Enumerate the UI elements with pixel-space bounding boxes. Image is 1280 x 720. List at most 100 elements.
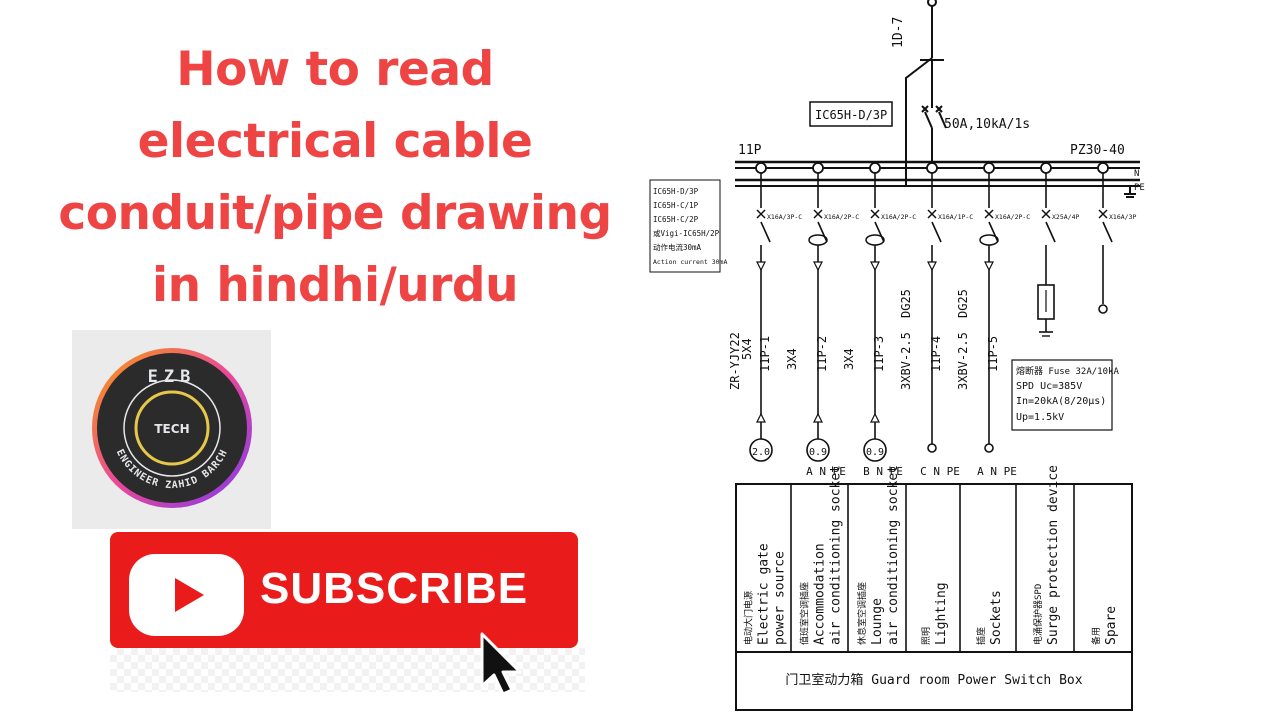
arrow-mark — [813, 261, 823, 272]
circuit-description: 休息室空调插座 — [856, 582, 868, 645]
cable-size: DG25 — [956, 289, 970, 318]
breaker-contact — [1045, 221, 1056, 243]
terminal — [984, 443, 994, 453]
breaker-cross — [870, 209, 880, 219]
arrow-mark — [813, 412, 823, 423]
bus-tap — [1097, 162, 1109, 174]
cursor-icon — [480, 632, 522, 696]
spd-note-line: In=20kA(8/20μs) — [1016, 396, 1106, 407]
circuit-description: air conditioning socket — [829, 465, 844, 645]
description-table — [735, 483, 1133, 711]
title-line-3: conduit/pipe drawing — [58, 186, 612, 241]
circuit-description: Sockets — [989, 590, 1004, 645]
legend-item: 或Vigi-IC65H/2P — [653, 228, 720, 238]
subscribe-button[interactable] — [110, 532, 578, 648]
logo-badge-icon: TECH EZB ENGINEER ZAHID BARCH — [92, 348, 252, 508]
circuit-number: 11P-4 — [929, 336, 943, 372]
bus-tap — [869, 162, 881, 174]
spd-note-line: 熔断器 Fuse 32A/10kA — [1016, 365, 1119, 377]
breaker-cross — [1041, 209, 1051, 219]
arrow-mark — [927, 261, 937, 272]
spd-note-line: Up=1.5kV — [1016, 412, 1064, 423]
channel-logo: TECH EZB ENGINEER ZAHID BARCH — [72, 330, 271, 529]
legend-item: IC65H-D/3P — [653, 187, 699, 196]
play-icon — [129, 554, 244, 636]
circuit-description: 电动大门电源 — [743, 591, 755, 645]
breaker-cross — [756, 209, 766, 219]
circuit-description: 电涌保护器SPD — [1032, 584, 1044, 645]
legend-item: IC65H-C/1P — [653, 201, 699, 210]
table-footer: 门卫室动力箱 Guard room Power Switch Box — [785, 672, 1082, 688]
rcd-ring — [865, 234, 885, 246]
logo-top-text: EZB — [148, 367, 197, 387]
panel-model: PZ30-40 — [1070, 143, 1125, 158]
cable-size: DG25 — [899, 289, 913, 318]
circuit-number: 11P-3 — [872, 336, 886, 372]
load-value: 2.0 — [752, 447, 770, 458]
breaker-cross — [927, 209, 937, 219]
subscribe-label[interactable]: SUBSCRIBE — [260, 564, 529, 613]
breaker-rating: X16A/2P-C — [881, 213, 916, 221]
cable-type: ZR-YJY22 — [728, 332, 742, 390]
breaker-rating: X16A/3P-C — [767, 213, 802, 221]
bus-tap — [755, 162, 767, 174]
breaker-rating: X16A/2P-C — [995, 213, 1030, 221]
load-value: 0.9 — [809, 447, 827, 458]
cable-size: 5X4 — [740, 338, 754, 360]
breaker-rating: X16A/2P-C — [824, 213, 859, 221]
cable-type: 3XBV-2.5 — [956, 332, 970, 390]
electrical-schematic: 1D-7 IC65H-D/3P 50A,10kA/1s 11P PZ30-40 … — [649, 0, 1145, 711]
title-line-4: in hindhi/urdu — [151, 258, 519, 313]
terminal — [927, 443, 937, 453]
circuit-description: 照明 — [921, 627, 932, 645]
circuit-description: Accommodation — [813, 543, 828, 645]
circuit-description: Lighting — [934, 582, 949, 645]
circuit-description: air conditioning socket — [886, 465, 901, 645]
breaker-rating: X16A/1P-C — [938, 213, 973, 221]
breaker-cross — [813, 209, 823, 219]
legend-item: IC65H-C/2P — [653, 215, 699, 224]
breaker-cross — [1098, 209, 1108, 219]
bus-tap — [1040, 162, 1052, 174]
cable-size: 3X4 — [785, 348, 799, 370]
load-value: 0.9 — [866, 447, 884, 458]
breaker-contact — [874, 221, 885, 243]
arrow-mark — [984, 261, 994, 272]
circuit-number: 11P-5 — [986, 336, 1000, 372]
circuit-description: Surge protection device — [1046, 465, 1061, 645]
bus-tap — [812, 162, 824, 174]
circuit-description: Spare — [1104, 606, 1119, 645]
load-circle — [749, 438, 773, 462]
phase-label: A N PE — [977, 465, 1017, 478]
terminal — [1098, 304, 1108, 314]
legend-item: 动作电流30mA — [653, 242, 702, 252]
bus-tap — [926, 162, 938, 174]
main-breaker-rating: 50A,10kA/1s — [944, 117, 1030, 132]
circuit-description: 插座 — [975, 627, 987, 645]
circuit-number: 11P-2 — [815, 336, 829, 372]
rcd-ring — [808, 234, 828, 246]
breaker-cross — [984, 209, 994, 219]
breaker-rating: X25A/4P — [1052, 213, 1079, 221]
legend-item: Action current 30mA — [653, 258, 727, 266]
cable-type: 3XBV-2.5 — [899, 332, 913, 390]
phase-label: C N PE — [920, 465, 960, 478]
bus-pe-label: PE — [1134, 183, 1145, 193]
circuit-description: 值班室空调插座 — [799, 582, 811, 645]
feeder-id: 1D-7 — [891, 17, 906, 48]
breaker-contact — [817, 221, 828, 243]
circuit-description: Electric gate — [757, 543, 772, 645]
cable-size: 3X4 — [842, 348, 856, 370]
panel-id: 11P — [738, 143, 762, 158]
main-breaker-label: IC65H-D/3P — [815, 108, 887, 122]
breaker-contact — [760, 221, 771, 243]
arrow-mark — [756, 261, 766, 272]
load-circle — [806, 438, 830, 462]
breaker-contact — [988, 221, 999, 243]
title-line-1: How to read — [176, 42, 494, 97]
bus-tap — [983, 162, 995, 174]
load-circle — [863, 438, 887, 462]
circuit-description: Lounge — [870, 598, 885, 645]
rcd-ring — [979, 234, 999, 246]
